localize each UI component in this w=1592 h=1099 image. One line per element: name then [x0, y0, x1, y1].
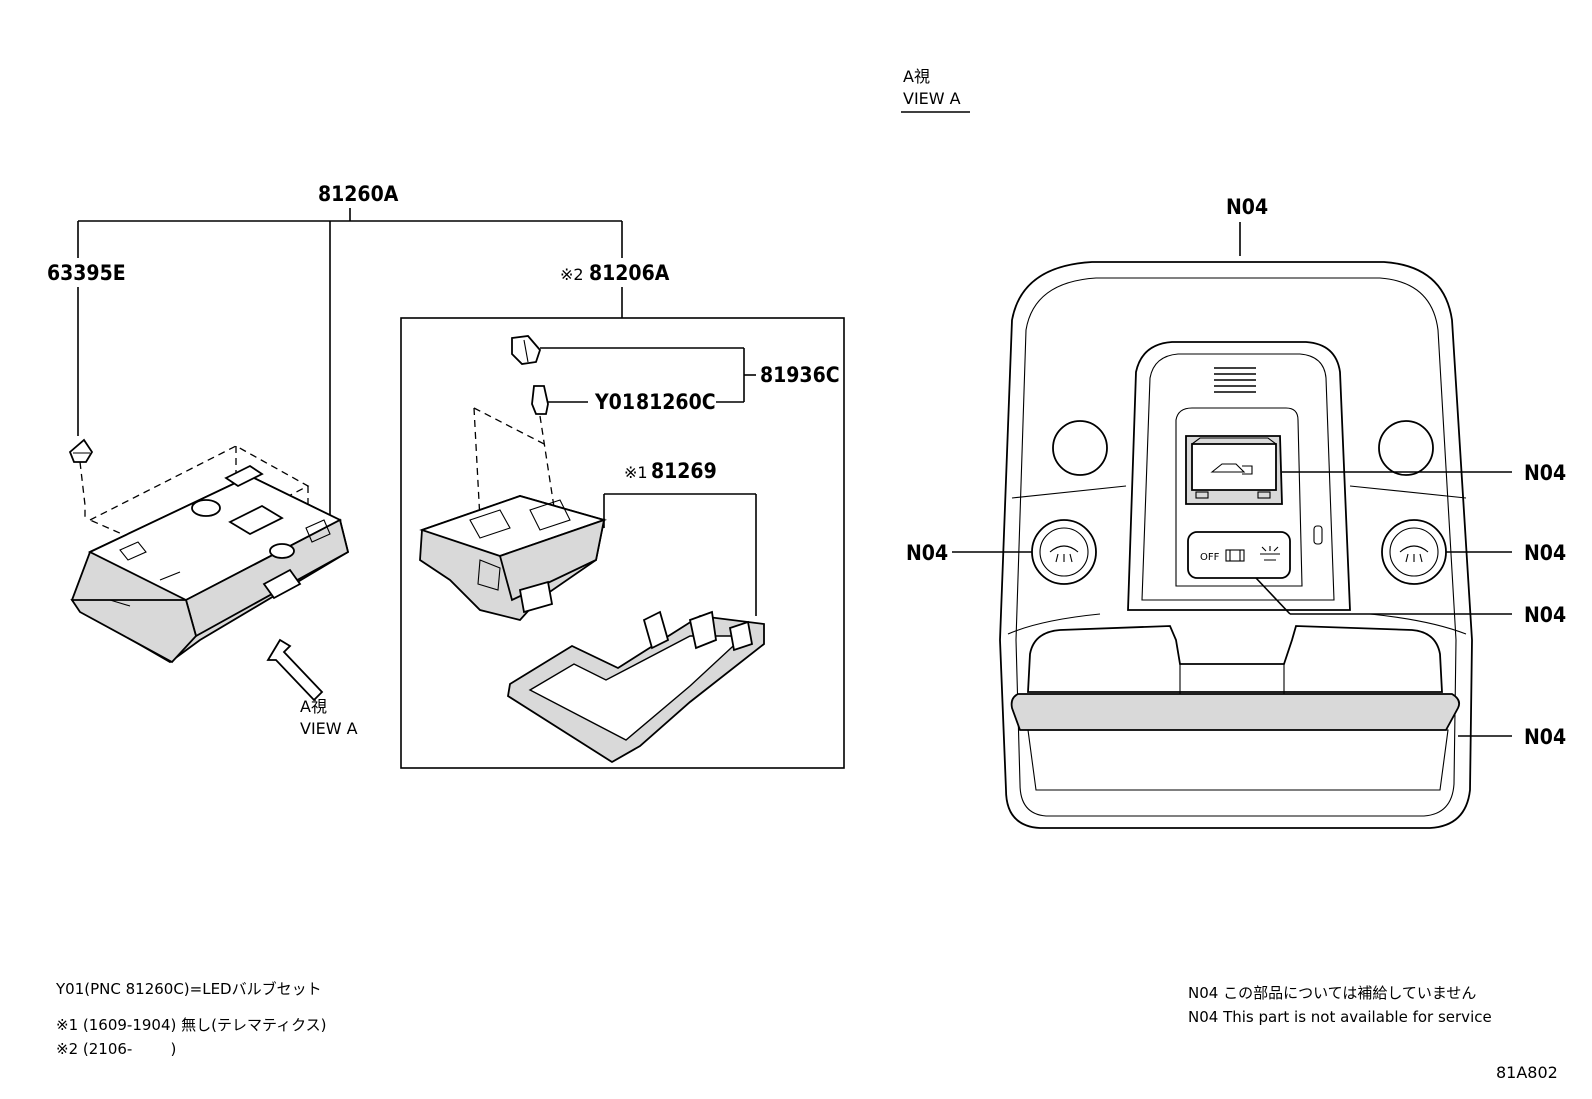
label-door-switch-N04[interactable]: N04	[1524, 603, 1566, 627]
sensor-left	[1052, 420, 1108, 476]
view-a-arrow	[266, 638, 324, 702]
map-lamp-left[interactable]	[1031, 519, 1097, 585]
note-n04-en: N04 This part is not available for servi…	[1188, 1008, 1492, 1026]
microphone-grille	[1214, 367, 1256, 393]
label-sunglass-N04[interactable]: N04	[1524, 725, 1566, 749]
map-lamp-right[interactable]	[1381, 519, 1447, 585]
roof-console-housing[interactable]	[70, 464, 350, 664]
lamp-housing[interactable]	[419, 495, 607, 622]
label-81936C[interactable]: 81936C	[760, 363, 840, 387]
door-switch[interactable]: OFF	[1187, 531, 1291, 579]
label-81269[interactable]: 81269	[651, 459, 717, 483]
label-top-N04[interactable]: N04	[1226, 195, 1268, 219]
leader-door-switch-a	[1255, 577, 1291, 615]
mark-1: ※1	[624, 463, 648, 482]
arrow-caption-en: VIEW A	[300, 719, 358, 738]
note-mark-1: ※1 (1609-1904) 無し(テレマティクス)	[56, 1016, 327, 1034]
telematics-switch[interactable]	[1185, 435, 1283, 505]
mark-2: ※2	[560, 265, 584, 284]
label-switch-N04[interactable]: N04	[1524, 461, 1566, 485]
lamp-cover-81269[interactable]	[507, 610, 765, 764]
view-heading-jp: A視	[903, 67, 930, 86]
sensor-right	[1378, 420, 1434, 476]
label-81260A[interactable]: 81260A	[318, 182, 399, 206]
clip-63395E[interactable]	[68, 438, 94, 463]
label-lamp-right-N04[interactable]: N04	[1524, 541, 1566, 565]
label-Y01[interactable]: Y01	[594, 390, 635, 414]
label-lamp-left-N04[interactable]: N04	[906, 541, 948, 565]
label-63395E[interactable]: 63395E	[47, 261, 126, 285]
label-81260C[interactable]: 81260C	[636, 390, 716, 414]
indicator	[1313, 525, 1323, 545]
socket-81936C[interactable]	[511, 335, 542, 365]
label-81206A[interactable]: 81206A	[589, 261, 670, 285]
view-heading-en: VIEW A	[903, 89, 961, 108]
note-y01: Y01(PNC 81260C)=LEDバルブセット	[56, 980, 322, 998]
note-mark-2: ※2 (2106- )	[56, 1040, 177, 1058]
arrow-caption-jp: A視	[300, 697, 327, 716]
switch-off-text: OFF	[1200, 552, 1220, 563]
sub-assembly-frame	[400, 317, 845, 769]
figure-code: 81A802	[1496, 1063, 1558, 1082]
note-n04-jp: N04 この部品については補給していません	[1188, 984, 1477, 1002]
bulb-81260C[interactable]	[531, 385, 549, 415]
sunglass-holder[interactable]	[1010, 625, 1461, 791]
